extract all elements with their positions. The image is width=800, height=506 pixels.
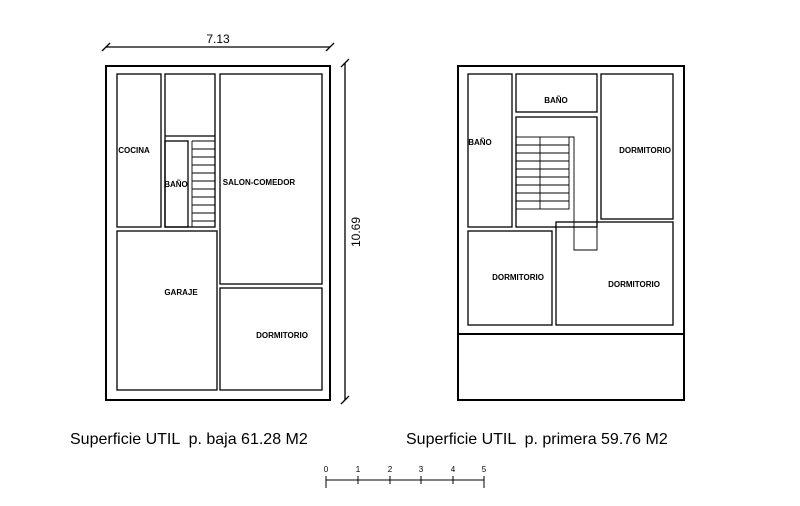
scale-bar bbox=[325, 476, 485, 488]
ground-floor-plan bbox=[101, 42, 350, 405]
ground-outer-wall bbox=[105, 65, 331, 401]
width-dimension-label: 7.13 bbox=[206, 32, 230, 46]
scale-tick-1: 1 bbox=[356, 465, 361, 474]
label-salon-comedor: SALON-COMEDOR bbox=[223, 178, 296, 187]
label-cocina: COCINA bbox=[118, 146, 150, 155]
room-bano-top bbox=[515, 73, 598, 113]
width-dimension-tick-right bbox=[325, 42, 335, 52]
scale-tick-5: 5 bbox=[482, 465, 487, 474]
scale-tick-3: 3 bbox=[419, 465, 424, 474]
height-dimension-tick-bottom bbox=[340, 395, 350, 405]
first-floor-plan bbox=[457, 65, 685, 401]
room-bano-left bbox=[467, 73, 513, 228]
caption-ground-floor: Superficie UTIL p. baja 61.28 M2 bbox=[70, 431, 308, 448]
caption-first-floor: Superficie UTIL p. primera 59.76 M2 bbox=[406, 431, 668, 448]
bano-inner bbox=[164, 140, 189, 228]
stair-well bbox=[515, 116, 598, 228]
room-cocina bbox=[116, 73, 162, 228]
label-bano-left: BAÑO bbox=[468, 138, 492, 147]
label-bano-top: BAÑO bbox=[544, 96, 568, 105]
room-bano-ground bbox=[164, 73, 216, 228]
first-stairs bbox=[515, 136, 598, 251]
height-dimension-label: 10.69 bbox=[349, 217, 363, 247]
room-salon-comedor bbox=[219, 73, 323, 285]
scale-tick-0: 0 bbox=[324, 465, 329, 474]
label-garaje: GARAJE bbox=[164, 288, 198, 297]
width-dimension-tick-left bbox=[101, 42, 111, 52]
scale-tick-4: 4 bbox=[451, 465, 456, 474]
ground-stairs bbox=[191, 140, 215, 227]
height-dimension-tick-top bbox=[340, 58, 350, 68]
room-dormitorio-br bbox=[555, 221, 674, 326]
label-dormitorio-br: DORMITORIO bbox=[608, 280, 660, 289]
first-outer-wall bbox=[457, 65, 685, 401]
room-garaje bbox=[116, 230, 218, 391]
scale-tick-2: 2 bbox=[388, 465, 393, 474]
label-dormitorio-ground: DORMITORIO bbox=[256, 331, 308, 340]
label-dormitorio-tr: DORMITORIO bbox=[619, 146, 671, 155]
room-dormitorio-bl bbox=[467, 230, 553, 326]
room-dormitorio-ground bbox=[219, 287, 323, 391]
label-bano-ground: BAÑO bbox=[164, 180, 188, 189]
room-dormitorio-tr bbox=[600, 73, 674, 220]
label-dormitorio-bl: DORMITORIO bbox=[492, 273, 544, 282]
